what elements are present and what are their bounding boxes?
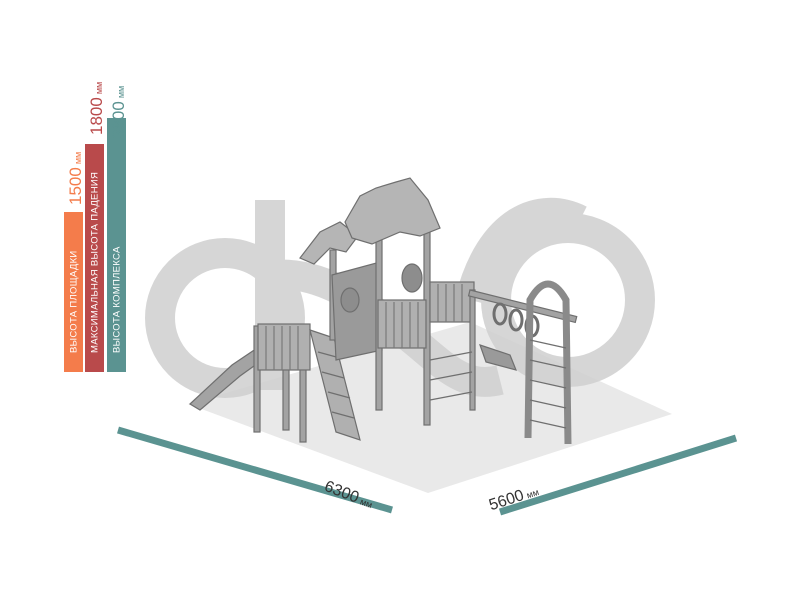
stairs [309,329,361,441]
bar-max-fall-height: МАКСИМАЛЬНАЯ ВЫСОТА ПАДЕНИЯ [85,144,104,372]
post [253,325,261,433]
playground-structure [189,177,578,445]
leaf-roof-right [344,177,441,245]
decor-figure [401,263,423,293]
leaf-roof-left [299,221,359,265]
max-fall-height-value: 1800мм [87,81,106,135]
back-railing [429,281,475,323]
max-fall-height-label: МАКСИМАЛЬНАЯ ВЫСОТА ПАДЕНИЯ [89,171,100,353]
platform-height-label: ВЫСОТА ПЛОЩАДКИ [68,250,79,353]
left-railing [257,323,311,371]
length-dimension-line [117,426,393,514]
width-dimension-line [498,434,738,516]
bar-complex-height: ВЫСОТА КОМПЛЕКСА [107,118,126,372]
arch [524,280,572,445]
monkey-bar-beam [467,289,578,324]
platform-height-value: 1500мм [66,151,85,205]
tower-panel [331,261,383,361]
complex-height-value: 3800мм [109,85,128,139]
complex-height-label: ВЫСОТА КОМПЛЕКСА [111,246,122,353]
tunnel [479,344,518,371]
decor-figure [340,287,360,313]
bar-platform-height: ВЫСОТА ПЛОЩАДКИ [64,212,83,372]
post [469,289,476,411]
